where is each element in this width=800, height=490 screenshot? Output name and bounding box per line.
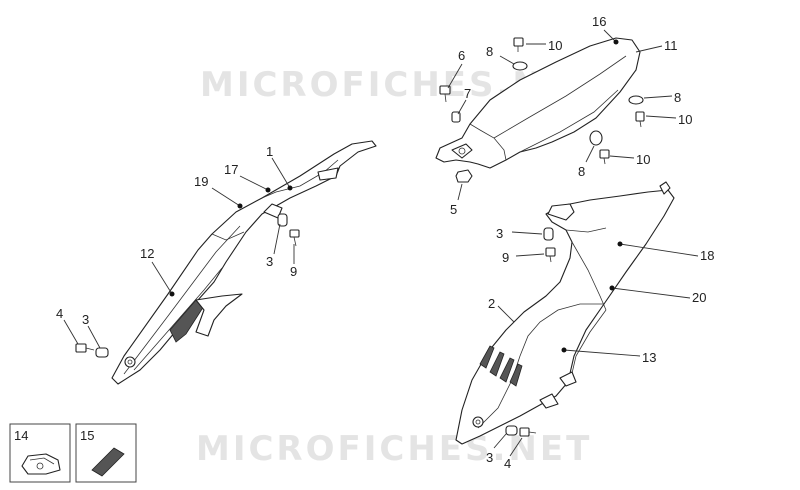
nut-5[interactable] bbox=[455, 169, 473, 183]
callout-13[interactable]: 13 bbox=[642, 350, 656, 365]
screw-right-9[interactable] bbox=[545, 247, 556, 263]
callout-16[interactable]: 16 bbox=[592, 14, 606, 29]
leader-lines bbox=[63, 29, 699, 457]
callout-12[interactable]: 12 bbox=[140, 246, 154, 261]
screw-bottom-4[interactable] bbox=[519, 427, 537, 437]
callout-18[interactable]: 18 bbox=[700, 248, 714, 263]
screw-10a[interactable] bbox=[513, 37, 524, 52]
bush-left-3[interactable] bbox=[95, 347, 109, 358]
callout-4-bottom[interactable]: 4 bbox=[504, 456, 511, 471]
callout-4-left[interactable]: 4 bbox=[56, 306, 63, 321]
callout-3-right[interactable]: 3 bbox=[496, 226, 503, 241]
speed-nut-clip-icon bbox=[21, 453, 61, 475]
bush-right-3[interactable] bbox=[543, 227, 554, 241]
callout-9-mid[interactable]: 9 bbox=[290, 264, 297, 279]
callout-3-bottom[interactable]: 3 bbox=[486, 450, 493, 465]
callout-8-lower[interactable]: 8 bbox=[578, 164, 585, 179]
screw-top-7[interactable] bbox=[451, 111, 461, 123]
washer-8b[interactable] bbox=[628, 95, 644, 105]
callout-8-top[interactable]: 8 bbox=[486, 44, 493, 59]
callout-15: 15 bbox=[80, 428, 94, 443]
callout-6[interactable]: 6 bbox=[458, 48, 465, 63]
callout-7[interactable]: 7 bbox=[464, 86, 471, 101]
callout-11[interactable]: 11 bbox=[664, 38, 678, 53]
adhesive-pad-icon bbox=[91, 447, 125, 477]
callout-10-right[interactable]: 10 bbox=[678, 112, 692, 127]
callout-9-right[interactable]: 9 bbox=[502, 250, 509, 265]
upper-tail-cover[interactable] bbox=[435, 37, 641, 169]
left-side-panel[interactable] bbox=[111, 140, 377, 385]
callout-17[interactable]: 17 bbox=[224, 162, 238, 177]
washer-8a[interactable] bbox=[512, 61, 528, 71]
callout-19[interactable]: 19 bbox=[194, 174, 208, 189]
callout-3-mid[interactable]: 3 bbox=[266, 254, 273, 269]
callout-10-top[interactable]: 10 bbox=[548, 38, 562, 53]
callout-10-lower[interactable]: 10 bbox=[636, 152, 650, 167]
bush-bottom-3[interactable] bbox=[505, 425, 518, 436]
inset-box-14[interactable]: 14 bbox=[9, 423, 71, 483]
callout-2[interactable]: 2 bbox=[488, 296, 495, 311]
callout-14: 14 bbox=[14, 428, 28, 443]
lower-side-panel[interactable] bbox=[455, 181, 675, 445]
watermark-bottom: MICROFICHES.NET bbox=[196, 429, 592, 469]
screw-left-4[interactable] bbox=[75, 343, 95, 353]
screw-10c[interactable] bbox=[599, 149, 610, 165]
callout-3-left[interactable]: 3 bbox=[82, 312, 89, 327]
callout-labels: 1 17 19 12 4 3 3 9 6 7 5 8 10 16 11 8 10… bbox=[56, 14, 714, 471]
screw-mid-9[interactable] bbox=[289, 229, 300, 247]
screw-10b[interactable] bbox=[635, 111, 645, 128]
bush-mid-3[interactable] bbox=[277, 213, 288, 227]
washer-8c[interactable] bbox=[589, 130, 603, 146]
callout-8-right[interactable]: 8 bbox=[674, 90, 681, 105]
screw-top-6[interactable] bbox=[439, 85, 451, 103]
inset-box-15[interactable]: 15 bbox=[75, 423, 137, 483]
callout-5[interactable]: 5 bbox=[450, 202, 457, 217]
callout-1[interactable]: 1 bbox=[266, 144, 273, 159]
callout-20[interactable]: 20 bbox=[692, 290, 706, 305]
